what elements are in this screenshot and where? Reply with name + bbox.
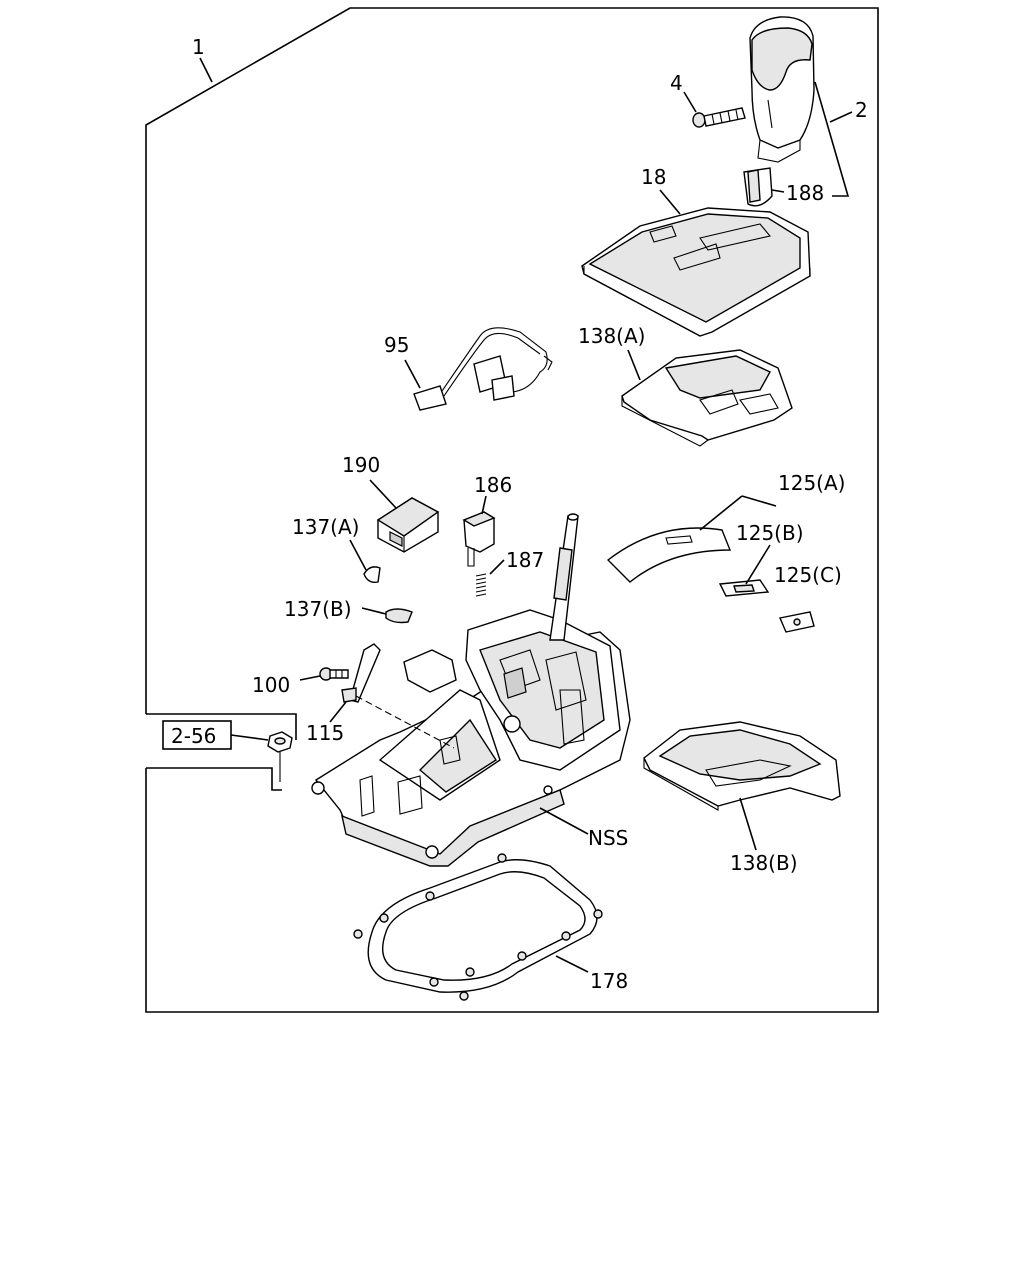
callout-leader-NSS (539, 807, 589, 835)
reference-box-2-56 (162, 720, 232, 750)
callout-NSS: NSS (588, 826, 628, 850)
callout-leader-18 (659, 189, 681, 215)
callout-137B: 137(B) (284, 597, 352, 621)
callout-leader-125B (745, 544, 771, 585)
callout-leader-100 (299, 675, 321, 681)
assembly-frame-notch-lower (146, 767, 282, 791)
assembly-frame-notch (146, 713, 297, 740)
shift-knob (749, 16, 815, 163)
callout-115: 115 (306, 721, 344, 745)
callout-100: 100 (252, 673, 290, 697)
assembly-frame-upper (145, 7, 879, 1013)
callout-138B: 138(B) (730, 851, 798, 875)
callout-leader-2 (829, 111, 853, 123)
callout-187: 187 (506, 548, 544, 572)
wiring-harness-part-95 (413, 327, 553, 411)
nut-part (267, 731, 293, 782)
callout-leader-187 (489, 559, 505, 575)
callout-leader-186 (481, 495, 487, 515)
solenoid-part-186 (462, 511, 496, 567)
reference-leader-2-56 (230, 734, 269, 741)
callout-125C: 125(C) (774, 563, 842, 587)
reference-label-2-56: 2-56 (171, 724, 216, 748)
indicator-cover-part-18 (581, 207, 811, 337)
callout-125A: 125(A) (778, 471, 845, 495)
callout-138A: 138(A) (578, 324, 645, 348)
pin-part-115 (341, 643, 381, 703)
clip-part-137A (363, 566, 381, 584)
plate-part-125C (779, 611, 815, 633)
callout-leader-95 (404, 359, 421, 389)
callout-leader-137B (361, 607, 387, 615)
callout-leader-138A (627, 349, 641, 381)
spring-part-187 (475, 573, 487, 597)
callout-bracket-2 (814, 81, 850, 197)
callout-125B: 125(B) (736, 521, 804, 545)
callout-137A: 137(A) (292, 515, 359, 539)
callout-leader-1 (199, 57, 213, 83)
module-part-190 (376, 497, 440, 553)
screw-part-4 (692, 107, 746, 128)
callout-95: 95 (384, 333, 409, 357)
callout-leader-188 (771, 189, 785, 193)
plate-part-125B (718, 579, 770, 597)
callout-leader-115 (329, 701, 347, 723)
callout-leader-178 (555, 955, 589, 973)
callout-leader-137A (349, 539, 367, 571)
bolt-part-100 (319, 667, 349, 681)
callout-4: 4 (670, 71, 683, 95)
callout-190: 190 (342, 453, 380, 477)
clip-part-188 (743, 167, 773, 207)
callout-leader-125A (741, 495, 777, 507)
callout-leader-138B (739, 797, 757, 851)
bezel-part-138A (621, 349, 793, 447)
callout-18: 18 (641, 165, 666, 189)
callout-188: 188 (786, 181, 824, 205)
callout-178: 178 (590, 969, 628, 993)
clip-part-137B (385, 608, 413, 624)
shifter-base-assembly (311, 513, 631, 867)
callout-bracket-125 (699, 495, 743, 531)
callout-1: 1 (192, 35, 205, 59)
callout-leader-190 (369, 479, 397, 509)
callout-2: 2 (855, 98, 868, 122)
gasket-frame-part-178 (353, 853, 603, 1001)
assembly-dashed-guide (355, 695, 455, 749)
callout-186: 186 (474, 473, 512, 497)
bezel-part-138B (643, 721, 841, 811)
callout-leader-4 (683, 91, 697, 113)
cover-part-125A (606, 527, 732, 583)
